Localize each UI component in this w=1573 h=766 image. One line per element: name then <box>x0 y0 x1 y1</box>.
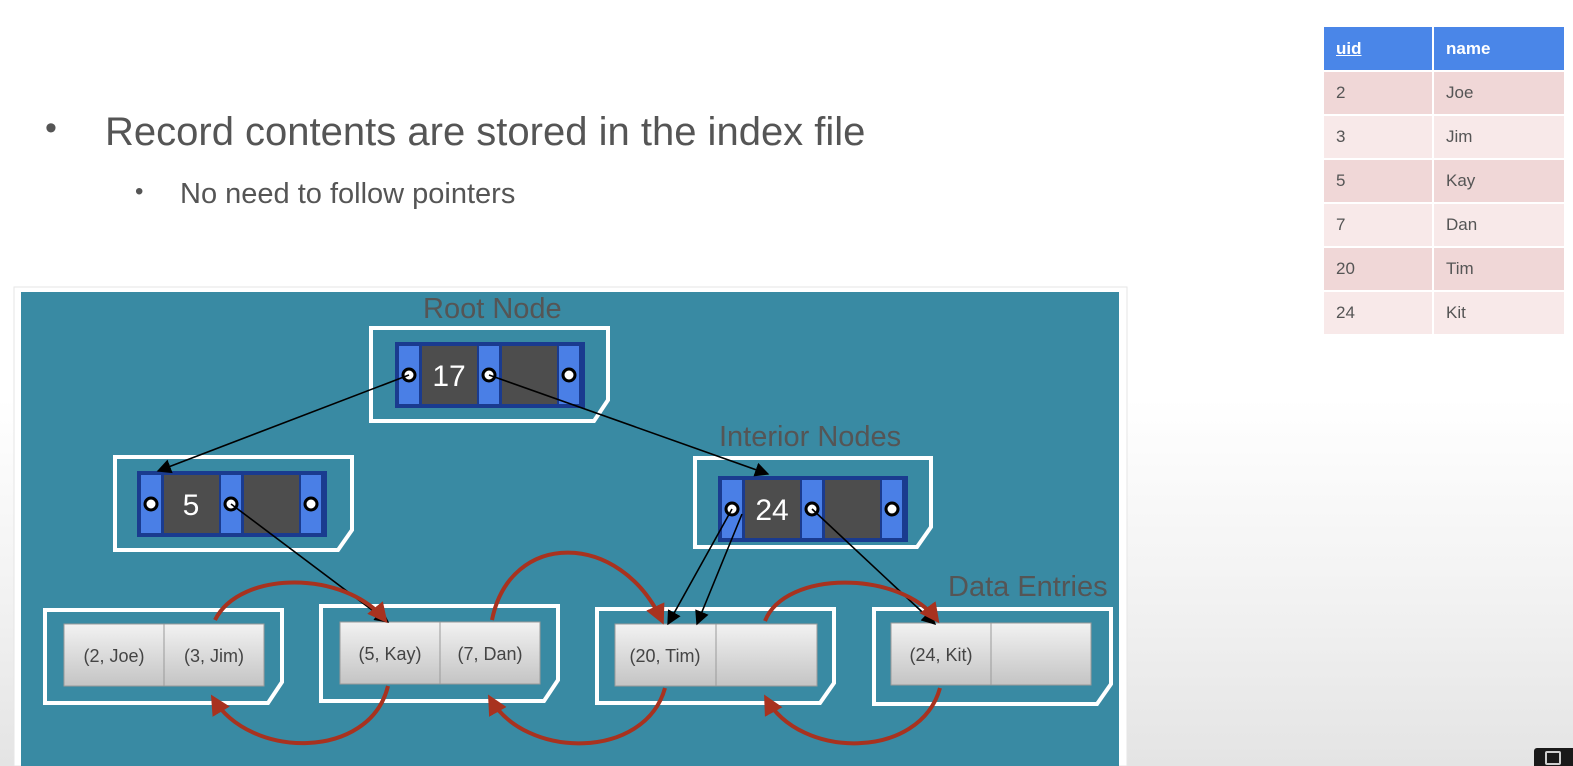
pointer-arrow <box>667 508 733 626</box>
leaf-entry <box>163 623 265 687</box>
leaf-node-3: (20, Tim) <box>595 607 836 705</box>
interior-node-card <box>693 456 933 549</box>
root-node-card <box>369 326 610 423</box>
sibling-arrow-forward <box>213 580 388 624</box>
key-cell <box>745 480 800 538</box>
leaf-entry-text: (7, Dan) <box>457 644 522 664</box>
pointer-dot <box>303 496 319 512</box>
leaf-entry-text: (24, Kit) <box>909 645 972 665</box>
cell-name: Kit <box>1432 290 1566 336</box>
leaf-entry <box>614 623 717 687</box>
leaf-entry-text: (20, Tim) <box>629 646 700 666</box>
leaf-node-card <box>872 607 1113 706</box>
leaf-entry-empty <box>715 623 818 687</box>
bullet-dot: • <box>135 178 144 205</box>
table-header-row: uid name <box>1322 25 1566 72</box>
pointer-arrows <box>156 374 937 626</box>
interior-node-card <box>113 455 354 552</box>
leaf-entry <box>339 621 441 685</box>
pointer-arrow <box>811 508 937 625</box>
leaf-entry <box>63 623 165 687</box>
pointer-arrow <box>695 513 743 626</box>
sibling-arrow-back <box>488 687 667 746</box>
cell-name: Dan <box>1432 202 1566 248</box>
sibling-arrow-forward <box>763 580 940 624</box>
fullscreen-button[interactable] <box>1534 748 1573 766</box>
sibling-arrow-back <box>764 687 942 746</box>
table-row: 5 Kay <box>1322 158 1566 204</box>
leaf-node-2: (5, Kay) (7, Dan) <box>319 604 560 703</box>
leaf-entry-text: (2, Joe) <box>83 646 144 666</box>
cell-uid: 20 <box>1322 246 1434 292</box>
leaf-node-4: (24, Kit) <box>872 607 1113 706</box>
leaf-entry-text: (5, Kay) <box>358 644 421 664</box>
sibling-arrows <box>210 550 942 746</box>
root-key: 17 <box>432 360 465 393</box>
table-row: 20 Tim <box>1322 246 1566 292</box>
key-cell <box>825 480 880 538</box>
label-interior-nodes: Interior Nodes <box>719 421 901 453</box>
pointer-dot <box>143 496 159 512</box>
bullet-main-text: Record contents are stored in the index … <box>105 110 866 154</box>
leaf-entry-text: (3, Jim) <box>184 646 244 666</box>
leaf-entry <box>439 621 541 685</box>
cell-uid: 2 <box>1322 70 1434 116</box>
leaf-node-card <box>595 607 836 705</box>
key-cell <box>422 346 477 404</box>
cell-name: Tim <box>1432 246 1566 292</box>
leaf-node-card <box>43 608 284 705</box>
key-cell <box>164 475 219 533</box>
right-interior-key: 24 <box>755 494 788 527</box>
cell-name: Kay <box>1432 158 1566 204</box>
bullet-sub-text: No need to follow pointers <box>180 178 516 210</box>
leaf-node-card <box>319 604 560 703</box>
cell-uid: 3 <box>1322 114 1434 160</box>
leaf-entry-empty <box>990 622 1092 686</box>
label-root-node: Root Node <box>423 293 562 325</box>
records-table: uid name 2 Joe 3 Jim 5 Kay 7 Dan 20 Tim … <box>1322 25 1566 336</box>
cell-uid: 5 <box>1322 158 1434 204</box>
table-row: 2 Joe <box>1322 70 1566 116</box>
bullet-dot: • <box>45 109 57 147</box>
pointer-dot <box>884 501 900 517</box>
column-header-name: name <box>1432 25 1566 72</box>
cell-uid: 24 <box>1322 290 1434 336</box>
cell-uid: 7 <box>1322 202 1434 248</box>
table-row: 3 Jim <box>1322 114 1566 160</box>
sibling-arrow-forward <box>490 550 665 625</box>
fullscreen-icon <box>1545 751 1561 765</box>
table-row: 24 Kit <box>1322 290 1566 336</box>
key-cell <box>502 346 557 404</box>
table-row: 7 Dan <box>1322 202 1566 248</box>
leaf-node-1: (2, Joe) (3, Jim) <box>43 608 284 705</box>
btree-diagram: 17 5 24 Root Node Interior Nodes Data En… <box>13 286 1128 766</box>
pointer-arrow <box>488 374 770 477</box>
sibling-arrow-back <box>210 685 390 746</box>
cell-name: Joe <box>1432 70 1566 116</box>
leaf-entry <box>890 622 992 686</box>
label-data-entries: Data Entries <box>948 571 1108 603</box>
cell-name: Jim <box>1432 114 1566 160</box>
key-cell <box>244 475 299 533</box>
pointer-arrow <box>156 374 410 474</box>
left-interior-key: 5 <box>183 489 200 522</box>
pointer-dot <box>561 367 577 383</box>
column-header-uid: uid <box>1322 25 1434 72</box>
